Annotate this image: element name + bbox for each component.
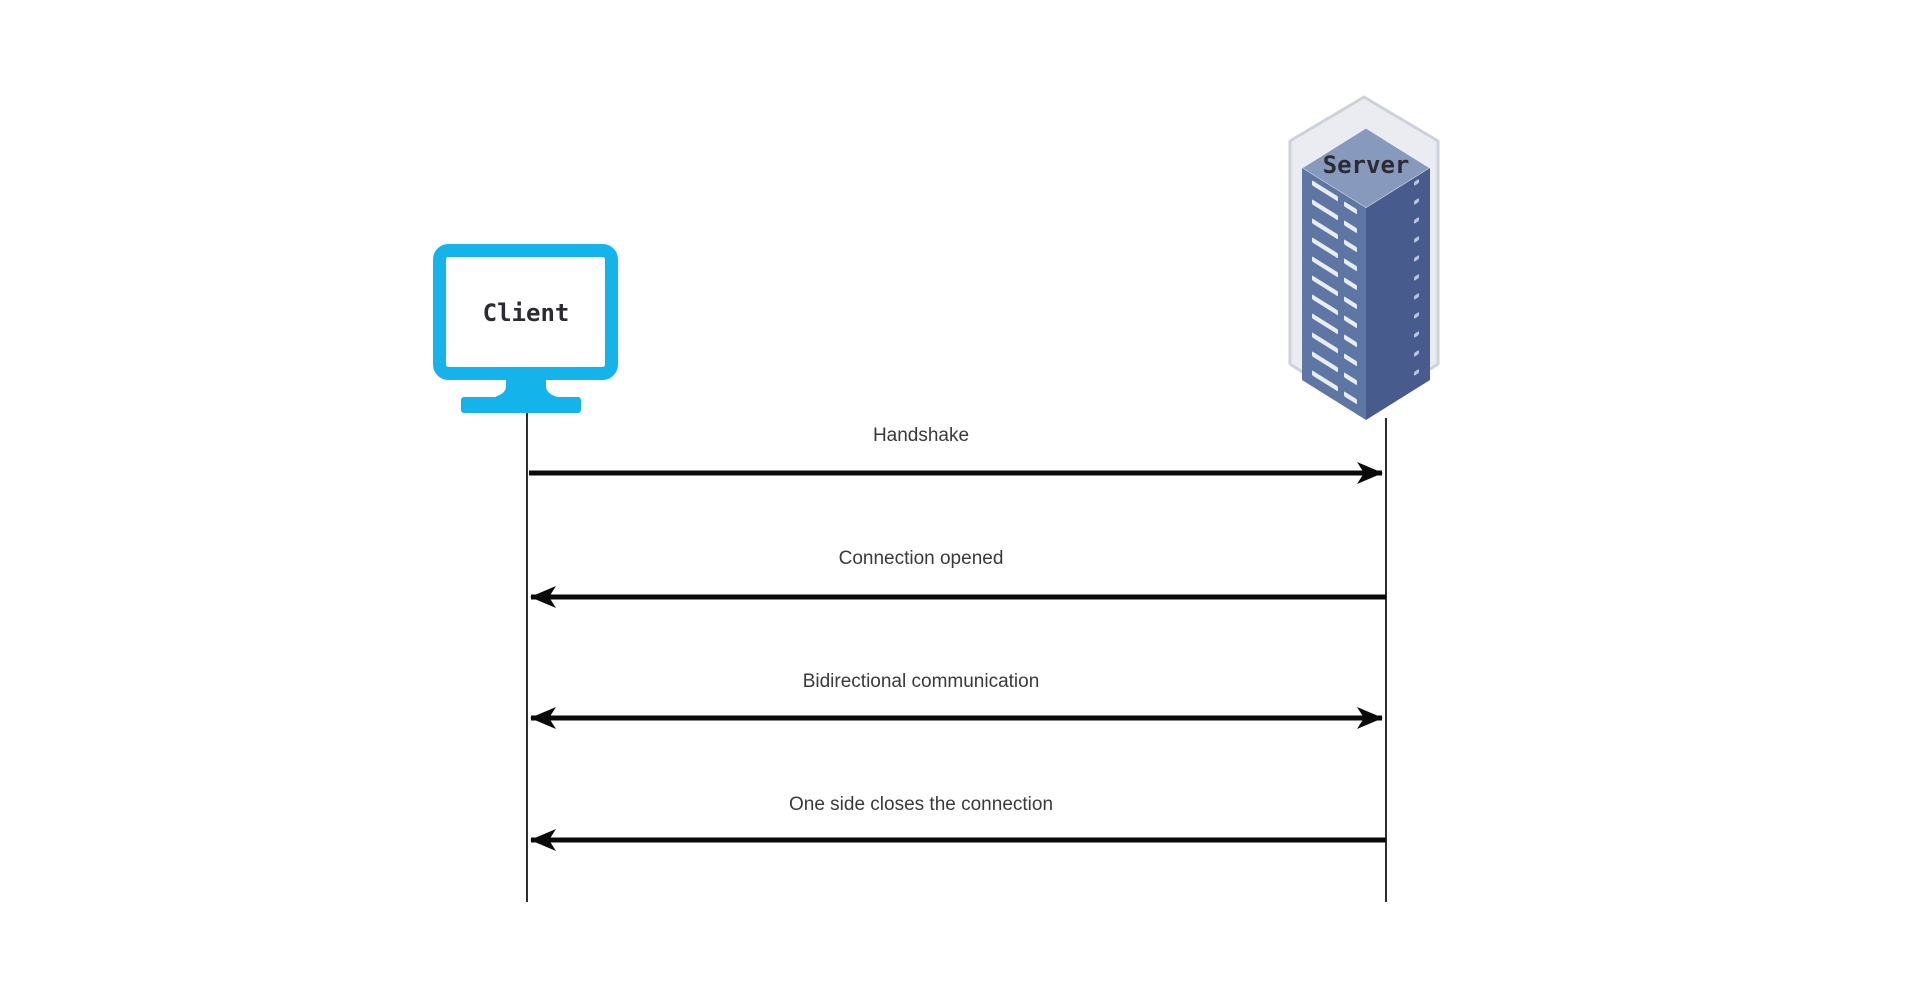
server-label: Server (1323, 151, 1410, 179)
message-label: One side closes the connection (789, 794, 1053, 815)
desktop-monitor-icon (433, 244, 618, 380)
message-connection-opened: Connection opened (530, 548, 1386, 608)
client-label: Client (483, 299, 570, 327)
message-label: Bidirectional communication (803, 671, 1040, 692)
message-close: One side closes the connection (530, 794, 1386, 851)
client-node: Client (433, 244, 618, 413)
monitor-stand-base (461, 397, 581, 413)
message-bidirectional: Bidirectional communication (530, 671, 1383, 729)
message-label: Connection opened (839, 548, 1004, 569)
server-node: Server (1288, 95, 1440, 421)
monitor-stand-neck (494, 378, 558, 398)
message-handshake: Handshake (529, 425, 1383, 484)
message-label: Handshake (873, 425, 969, 446)
